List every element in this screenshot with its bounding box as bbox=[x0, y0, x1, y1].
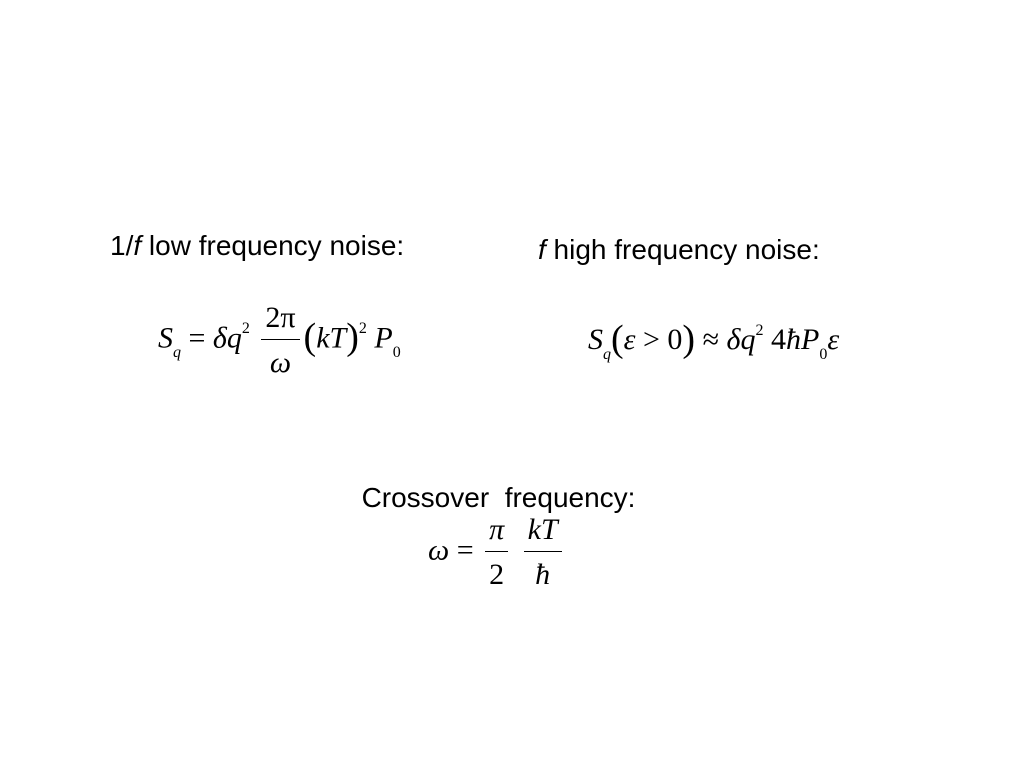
eq3-frac2-T: T bbox=[540, 513, 558, 546]
heading-low-suffix: low frequency noise: bbox=[141, 230, 405, 261]
eq3-frac1-bar bbox=[485, 551, 509, 552]
equation-high-frequency: Sq(ε > 0) ≈ δq2 4ħP0ε bbox=[588, 318, 840, 363]
eq3-equals: = bbox=[449, 533, 482, 567]
eq1-rparen: ) bbox=[346, 316, 359, 359]
heading-low-frequency-noise: 1/f low frequency noise: bbox=[110, 232, 404, 260]
equation-low-frequency: Sq = δq2 2π ω (kT)2 P0 bbox=[158, 303, 401, 378]
eq2-delta: δ bbox=[726, 323, 741, 356]
eq1-frac-bar bbox=[261, 339, 300, 340]
eq3-frac1-den: 2 bbox=[489, 558, 505, 591]
heading-crossover-frequency: Crossover frequency: bbox=[346, 456, 636, 513]
eq1-equals: = bbox=[181, 321, 213, 355]
eq3-fraction-2: kT ħ bbox=[523, 515, 562, 591]
eq2-q-sub: q bbox=[603, 346, 611, 363]
eq1-q-sq: 2 bbox=[241, 320, 250, 338]
heading-crossover-text: Crossover frequency: bbox=[361, 482, 636, 513]
eq3-frac2-bar bbox=[523, 551, 562, 552]
eq1-frac-num: 2π bbox=[265, 301, 296, 334]
eq2-q-sq: 2 bbox=[755, 322, 764, 339]
eq2-rparen: ) bbox=[682, 318, 696, 360]
eq3-fraction-1: π 2 bbox=[485, 513, 509, 591]
eq1-T: T bbox=[329, 321, 347, 355]
heading-high-suffix: high frequency noise: bbox=[545, 234, 820, 265]
heading-low-prefix: 1/ bbox=[110, 230, 134, 261]
equation-crossover: ω = π 2 kT ħ bbox=[428, 515, 566, 590]
eq1-lparen: ( bbox=[303, 316, 317, 359]
eq2-eps: ε bbox=[623, 323, 636, 356]
eq3-frac2-k: k bbox=[527, 513, 541, 546]
eq2-approx: ≈ bbox=[695, 323, 727, 356]
eq3-omega: ω bbox=[428, 533, 450, 567]
eq2-zero: 0 bbox=[667, 323, 683, 356]
eq1-S: S bbox=[158, 321, 173, 355]
eq3-frac2-num: kT bbox=[524, 515, 562, 545]
eq1-q: q bbox=[226, 321, 242, 355]
eq2-q: q bbox=[740, 323, 756, 356]
eq1-q-sub: q bbox=[173, 344, 181, 362]
eq2-P-sub: 0 bbox=[819, 346, 828, 363]
eq3-frac1-num: π bbox=[489, 513, 505, 546]
eq1-P-sub: 0 bbox=[392, 344, 401, 362]
eq1-P: P bbox=[374, 321, 393, 355]
eq2-hbar: ħ bbox=[785, 323, 801, 356]
eq2-gt: > bbox=[635, 323, 668, 356]
heading-low-f: f bbox=[133, 230, 142, 261]
eq2-lparen: ( bbox=[611, 318, 624, 360]
eq3-frac2-den: ħ bbox=[535, 558, 551, 591]
eq1-paren-sq: 2 bbox=[358, 320, 367, 338]
eq2-P: P bbox=[800, 323, 820, 356]
eq1-k: k bbox=[316, 321, 330, 355]
eq2-S: S bbox=[588, 323, 603, 356]
eq1-fraction: 2π ω bbox=[261, 301, 300, 379]
heading-high-f: f bbox=[538, 234, 546, 265]
eq2-four: 4 bbox=[770, 323, 786, 356]
heading-high-frequency-noise: f high frequency noise: bbox=[538, 236, 820, 264]
eq1-delta: δ bbox=[212, 321, 227, 355]
eq2-eps2: ε bbox=[827, 323, 840, 356]
eq1-frac-den: ω bbox=[269, 346, 292, 379]
